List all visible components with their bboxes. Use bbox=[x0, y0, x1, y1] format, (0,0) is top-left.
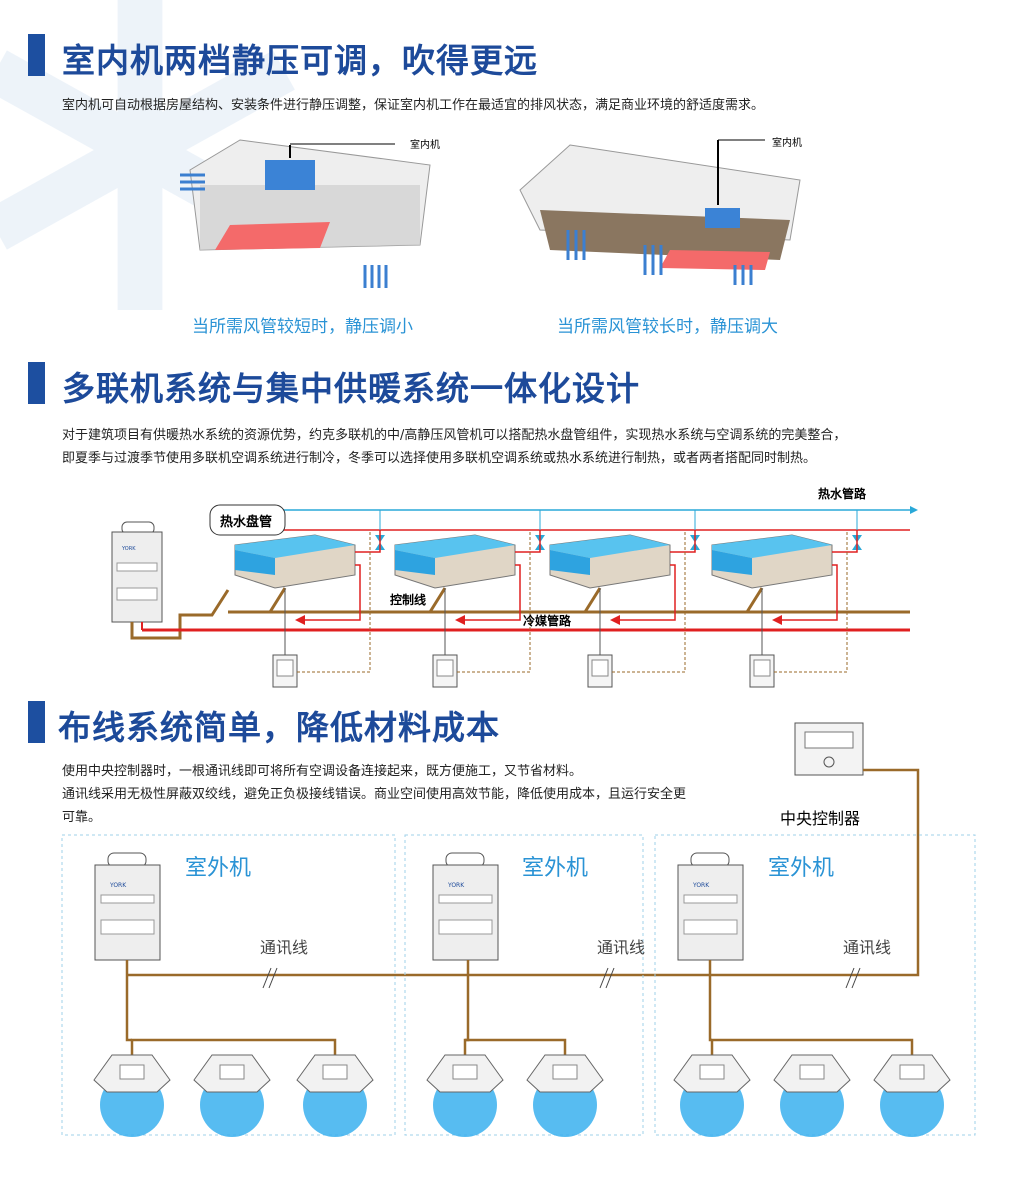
indoor-unit-label: 室内机 bbox=[410, 138, 440, 151]
wired-controller bbox=[587, 654, 613, 688]
outdoor-unit bbox=[432, 864, 499, 961]
wired-controller bbox=[272, 654, 298, 688]
section-marker bbox=[28, 701, 45, 743]
wired-controller bbox=[432, 654, 458, 688]
central-controller bbox=[794, 722, 864, 776]
section3-body-line2: 通讯线采用无极性屏蔽双绞线，避免正负极接线错误。商业空间使用高效节能，降低使用成… bbox=[62, 787, 687, 802]
cassette-indoor-unit bbox=[526, 1054, 604, 1137]
hot-water-supply-pipe bbox=[267, 509, 910, 516]
caption-long-duct: 当所需风管较长时，静压调大 bbox=[557, 317, 778, 337]
ducted-indoor-unit bbox=[549, 510, 700, 688]
indoor-unit-label: 室内机 bbox=[772, 136, 802, 149]
section2-title: 多联机系统与集中供暖系统一体化设计 bbox=[62, 369, 640, 408]
section-marker bbox=[28, 34, 45, 76]
caption-short-duct: 当所需风管较短时，静压调小 bbox=[192, 317, 413, 337]
air-outlet bbox=[215, 222, 330, 250]
svg-text:YORK: YORK bbox=[121, 546, 136, 552]
hot-water-pipe-label: 热水管路 bbox=[818, 486, 867, 501]
cassette-indoor-unit bbox=[773, 1054, 851, 1137]
cassette-indoor-unit bbox=[673, 1054, 751, 1137]
comm-line-label: 通讯线 bbox=[260, 938, 308, 957]
section-marker bbox=[28, 362, 45, 404]
outdoor-unit: YORK bbox=[111, 521, 163, 623]
cassette-indoor-unit bbox=[193, 1054, 271, 1137]
outdoor-unit bbox=[677, 864, 744, 961]
hot-water-coil-callout: 热水盘管 bbox=[209, 504, 286, 536]
outdoor-unit-label: 室外机 bbox=[185, 856, 251, 881]
indoor-unit bbox=[705, 208, 740, 228]
section3-body-line3: 可靠。 bbox=[62, 810, 102, 825]
section2-body-line1: 对于建筑项目有供暖热水系统的资源优势，约克多联机的中/高静压风管机可以搭配热水盘… bbox=[62, 428, 847, 443]
short-duct-diagram: 室内机 bbox=[180, 138, 440, 288]
section2-body-line2: 即夏季与过渡季节使用多联机空调系统进行制冷，冬季可以选择使用多联机空调系统或热水… bbox=[62, 451, 817, 466]
wired-controller bbox=[749, 654, 775, 688]
outdoor-unit-label: 室外机 bbox=[522, 856, 588, 881]
comm-line-bus bbox=[127, 768, 920, 977]
brand-logo: YORK bbox=[109, 882, 127, 889]
central-controller-label: 中央控制器 bbox=[780, 809, 860, 828]
cassette-indoor-unit bbox=[873, 1054, 951, 1137]
brand-logo: YORK bbox=[692, 882, 710, 889]
ducted-indoor-unit bbox=[711, 510, 862, 688]
control-line-label: 控制线 bbox=[390, 592, 426, 607]
comm-line-label: 通讯线 bbox=[597, 938, 645, 957]
section3-title: 布线系统简单，降低材料成本 bbox=[58, 708, 500, 747]
cassette-indoor-unit bbox=[93, 1054, 171, 1137]
refrigerant-pipe-label: 冷媒管路 bbox=[523, 613, 572, 628]
airflow-arrows-icon bbox=[566, 230, 753, 285]
cassette-indoor-unit bbox=[426, 1054, 504, 1137]
section1-title: 室内机两档静压可调，吹得更远 bbox=[62, 41, 538, 80]
integrated-system-diagram: YORK 热水盘管 热水管路 控制线 冷媒管路 bbox=[111, 486, 918, 688]
airflow-arrows-icon bbox=[180, 173, 388, 288]
section3-body-line1: 使用中央控制器时，一根通讯线即可将所有空调设备连接起来，既方便施工，又节省材料。 bbox=[62, 764, 583, 779]
ducted-indoor-unit bbox=[234, 510, 385, 688]
section1-body: 室内机可自动根据房屋结构、安装条件进行静压调整，保证室内机工作在最适宜的排风状态… bbox=[62, 98, 765, 113]
outdoor-unit-label: 室外机 bbox=[768, 856, 834, 881]
control-line bbox=[130, 589, 230, 640]
outdoor-unit bbox=[94, 864, 161, 961]
indoor-unit bbox=[265, 160, 315, 190]
ducted-indoor-unit bbox=[394, 510, 545, 688]
long-duct-diagram: 室内机 bbox=[519, 136, 802, 285]
svg-text:热水盘管: 热水盘管 bbox=[220, 514, 272, 530]
cassette-indoor-unit bbox=[296, 1054, 374, 1137]
brand-logo: YORK bbox=[447, 882, 465, 889]
comm-line-label: 通讯线 bbox=[843, 938, 891, 957]
